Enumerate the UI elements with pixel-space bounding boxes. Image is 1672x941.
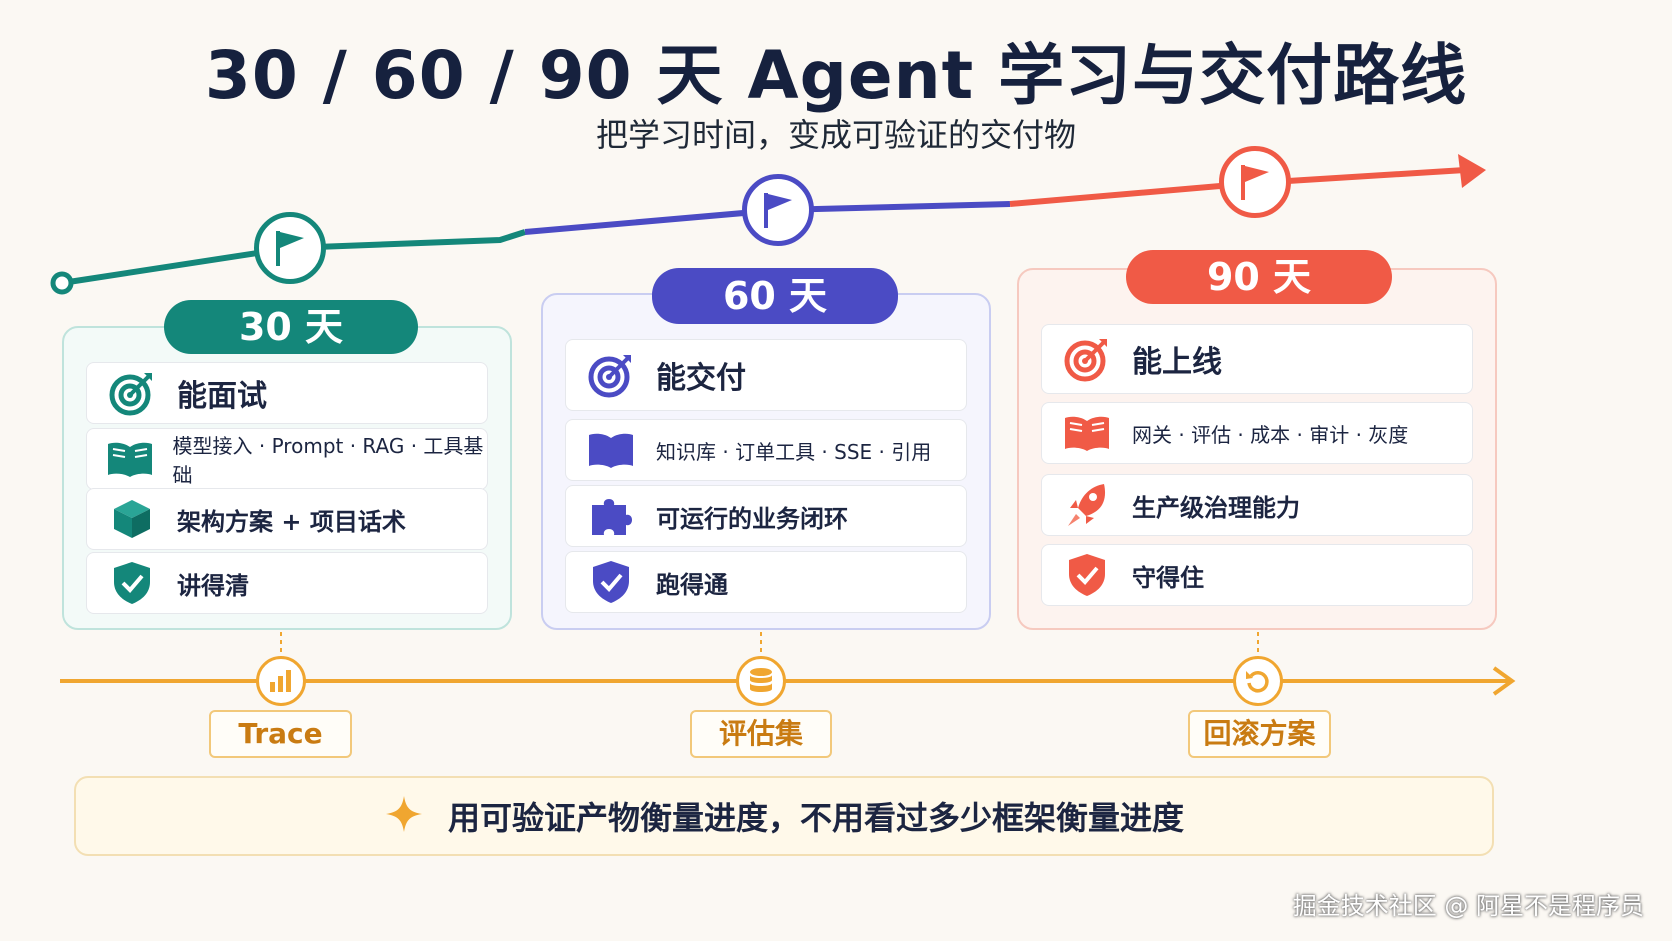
timeline-start-dot [50,271,74,295]
phase-item: 架构方案 + 项目话术 [86,488,488,550]
phase-card-90: 能上线 网关 · 评估 · 成本 · 审计 · 灰度 生产级治理能力 守得住 [1017,268,1497,630]
phase-item: 跑得通 [565,551,967,613]
phase-item-label: 生产级治理能力 [1132,493,1300,522]
phase-item-label: 可运行的业务闭环 [656,504,848,533]
phase-item: 网关 · 评估 · 成本 · 审计 · 灰度 [1041,402,1473,464]
phase-card-60: 能交付 知识库 · 订单工具 · SSE · 引用 可运行的业务闭环 跑得通 [541,293,991,630]
flag-icon [1219,146,1291,218]
page-title: 30 / 60 / 90 天 Agent 学习与交付路线 [204,37,1468,114]
bar-chart-icon [256,656,306,706]
book-icon [566,430,656,470]
phase-item-label: 能面试 [177,379,267,414]
puzzle-icon [566,493,656,539]
target-icon [566,351,656,399]
phase-item: 能交付 [565,339,967,411]
flag-icon [742,174,814,246]
book-icon [87,439,173,479]
phase-header-90: 90 天 [1126,250,1392,304]
cube-icon [87,497,177,541]
summary-text: 用可验证产物衡量进度，不用看过多少框架衡量进度 [447,799,1184,837]
shield-check-icon [1042,552,1132,598]
phase-item-label: 模型接入 · Prompt · RAG · 工具基础 [172,434,484,487]
phase-item-label: 架构方案 + 项目话术 [177,507,406,536]
phase-item-label: 守得住 [1132,563,1204,592]
milestone-label: 评估集 [690,710,832,758]
phase-item: 能上线 [1041,324,1473,394]
watermark: 掘金技术社区 @ 阿星不是程序员 [1292,892,1644,920]
milestone-label: 回滚方案 [1188,710,1331,758]
phase-item: 讲得清 [86,552,488,614]
phase-item-label: 能上线 [1132,345,1222,380]
page-subtitle: 把学习时间，变成可验证的交付物 [595,116,1076,154]
milestone-label: Trace [209,710,352,758]
phase-item-label: 讲得清 [177,571,249,600]
phase-card-30: 能面试 模型接入 · Prompt · RAG · 工具基础 架构方案 + 项目… [62,326,512,630]
phase-header-30: 30 天 [164,300,418,354]
rocket-icon [1042,480,1132,530]
flag-icon [254,212,326,284]
shield-check-icon [87,560,177,606]
phase-item: 守得住 [1041,544,1473,606]
arrow-right-icon [1492,666,1516,696]
arrow-head-icon [1458,154,1486,188]
phase-item: 知识库 · 订单工具 · SSE · 引用 [565,419,967,481]
phase-item-label: 跑得通 [656,570,728,599]
phase-item-label: 知识库 · 订单工具 · SSE · 引用 [656,439,932,464]
phase-item: 能面试 [86,362,488,424]
sparkle-icon [384,794,424,838]
phase-item: 生产级治理能力 [1041,474,1473,536]
shield-check-icon [566,559,656,605]
phase-item: 模型接入 · Prompt · RAG · 工具基础 [86,428,488,490]
book-icon [1042,413,1132,453]
phase-item: 可运行的业务闭环 [565,485,967,547]
summary-banner: 用可验证产物衡量进度，不用看过多少框架衡量进度 [74,776,1494,856]
database-icon [736,656,786,706]
phase-header-60: 60 天 [652,268,898,324]
phase-item-label: 能交付 [656,361,746,396]
target-icon [1042,335,1132,383]
phase-item-label: 网关 · 评估 · 成本 · 审计 · 灰度 [1132,422,1409,447]
target-icon [87,369,177,417]
rollback-icon [1233,656,1283,706]
